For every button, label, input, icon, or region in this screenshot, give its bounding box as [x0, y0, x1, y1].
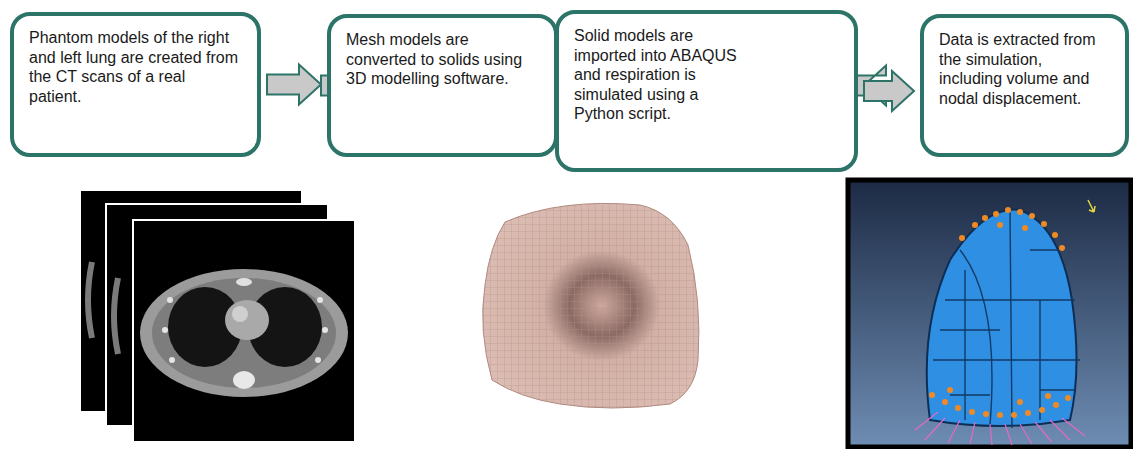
ct-body-edge: [88, 262, 92, 338]
ct-muscle: [152, 278, 336, 388]
step-text: Phantom models of the right and left lun…: [29, 28, 241, 106]
abaqus-viewport: [848, 180, 1131, 447]
abaqus-model: [848, 180, 1131, 447]
lung-solid: [927, 210, 1077, 426]
step-text: Data is extracted from the simulation, i…: [939, 30, 1109, 108]
process-box: Data is extracted from the simulation, i…: [920, 14, 1129, 157]
ct-body-edge: [114, 278, 118, 354]
mesh-grid: [483, 203, 699, 408]
load-markers: [929, 207, 1071, 418]
boundary-springs: [915, 412, 1085, 445]
ct-sternum: [236, 278, 252, 286]
step-text: Mesh models are converted to solids usin…: [346, 30, 538, 89]
block-arrow: [864, 71, 914, 111]
process-box: Mesh models are converted to solids usin…: [327, 14, 558, 157]
ct-aorta: [232, 306, 248, 322]
ct-slice-front: [133, 220, 355, 442]
partition-lines: [933, 212, 1080, 428]
axis-triad: [1088, 200, 1095, 212]
ct-spine: [233, 371, 255, 389]
lung-surface: [483, 203, 699, 408]
step-text: Solid models are imported into ABAQUS an…: [574, 26, 749, 124]
process-box: Solid models are imported into ABAQUS an…: [555, 10, 858, 172]
lung-mesh: [483, 203, 699, 408]
process-box: Phantom models of the right and left lun…: [10, 12, 261, 157]
ct-body: [140, 269, 348, 397]
ct-scan-stack: [80, 190, 355, 442]
ct-heart: [225, 300, 269, 340]
block-arrow: [267, 65, 321, 105]
